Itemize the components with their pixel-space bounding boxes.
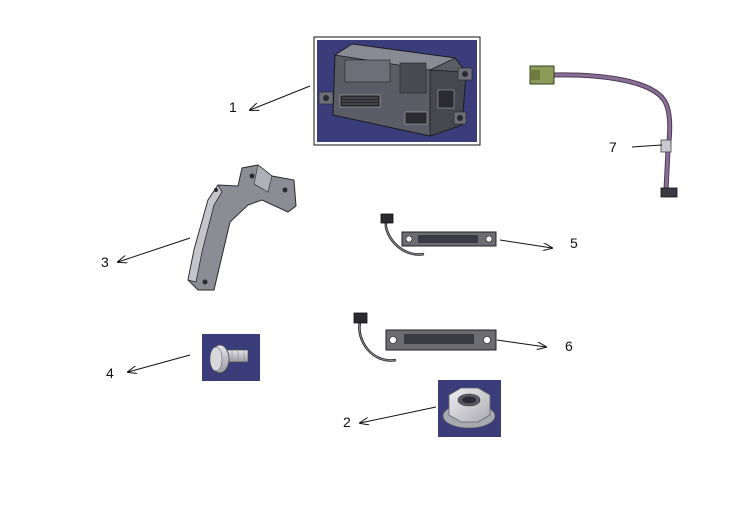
callout-1: 1 [229, 99, 237, 115]
leader-line-4 [128, 354, 191, 372]
antenna-icon [353, 312, 497, 362]
leader-line-2 [360, 406, 437, 423]
leader-line-7 [631, 144, 663, 148]
callout-5: 5 [570, 235, 578, 251]
control-module-icon [313, 36, 481, 146]
callout-2: 2 [343, 414, 351, 430]
antenna-icon [380, 213, 497, 256]
callout-4: 4 [106, 365, 114, 381]
mounting-bracket-icon [187, 164, 297, 291]
callout-3: 3 [101, 254, 109, 270]
callout-6: 6 [565, 338, 573, 354]
leader-line-3 [118, 237, 191, 262]
leader-line-5 [499, 239, 552, 248]
flange-nut-icon [438, 380, 501, 437]
callout-7: 7 [609, 139, 617, 155]
leader-line-1 [250, 85, 311, 110]
wire-harness-icon [529, 65, 678, 198]
bolt-icon [202, 334, 260, 381]
leader-line-6 [496, 339, 546, 347]
